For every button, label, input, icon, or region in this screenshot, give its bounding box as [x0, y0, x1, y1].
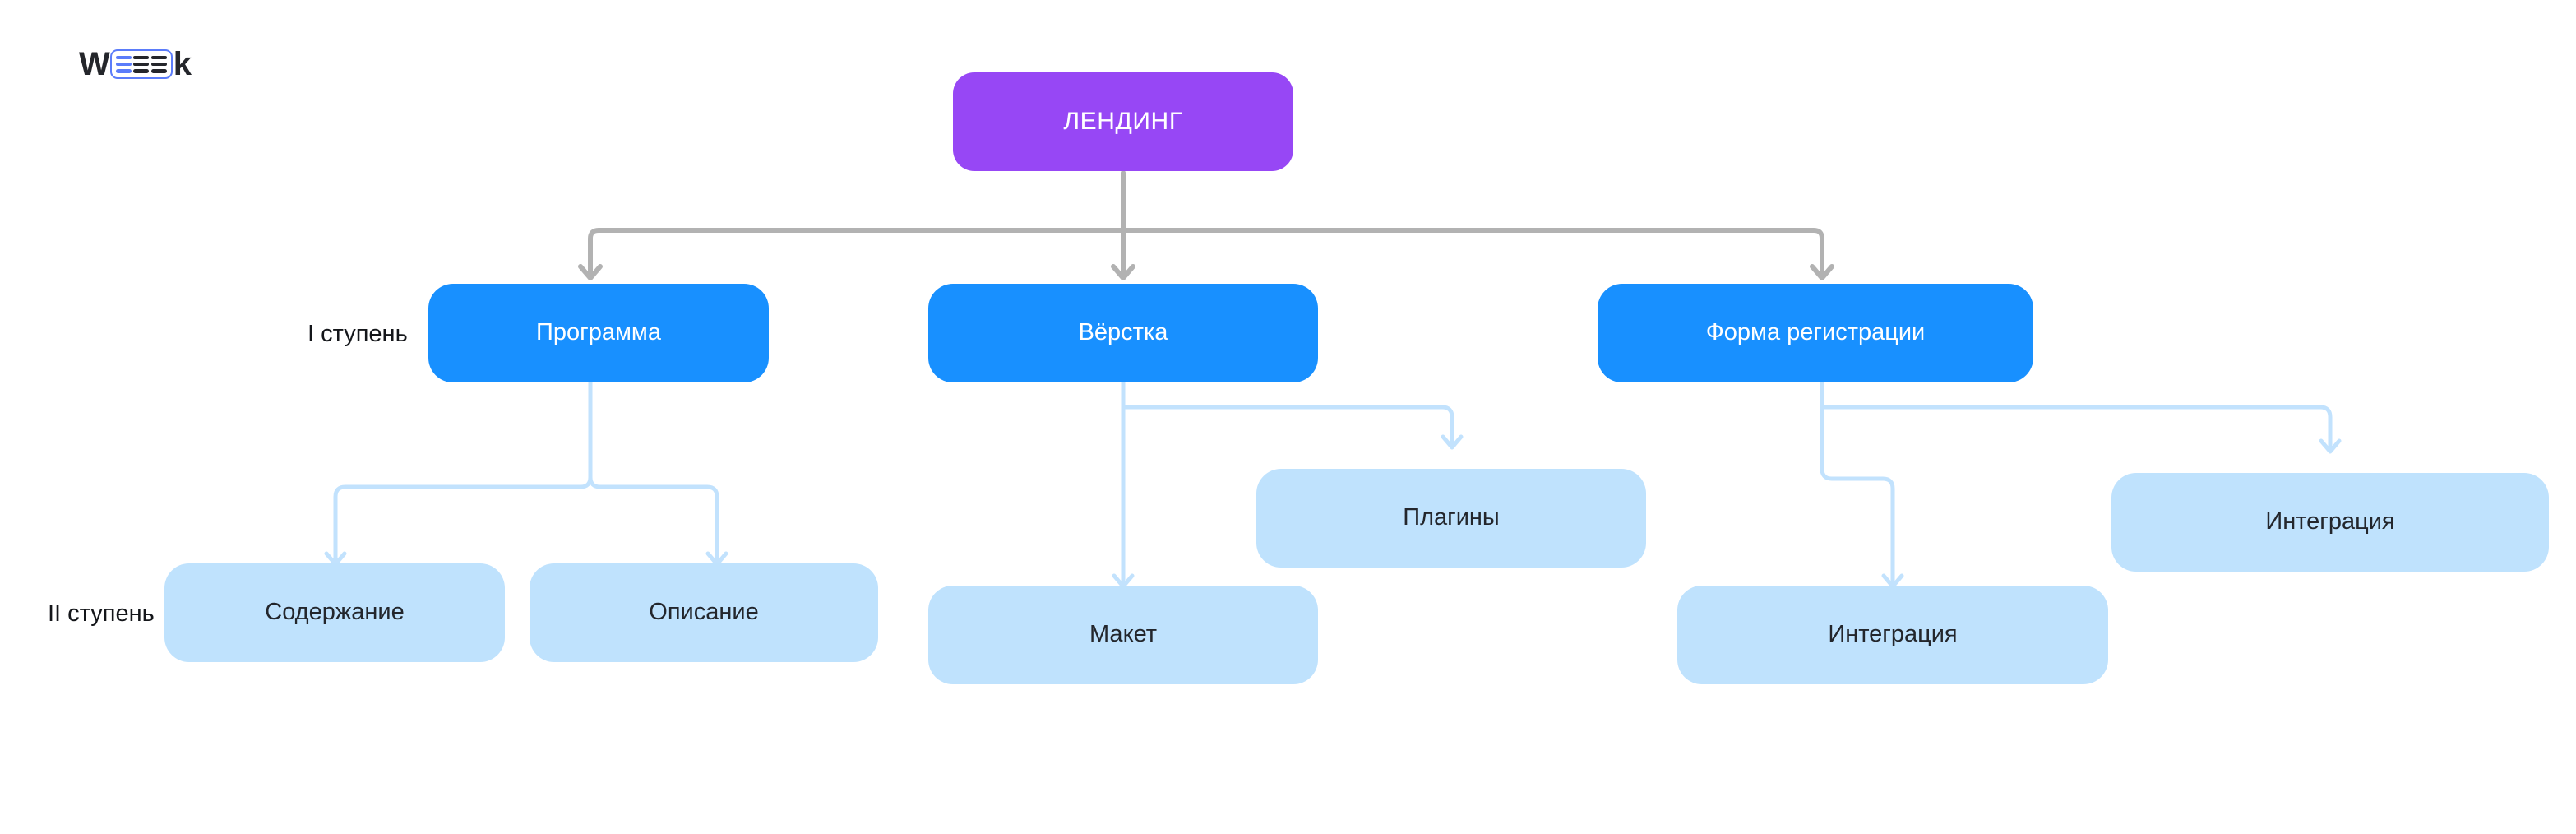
arrowhead-verstka	[1111, 264, 1135, 280]
node-plaginy[interactable]: Плагины	[1256, 469, 1646, 568]
node-forma-registracii[interactable]: Форма регистрации	[1598, 284, 2033, 382]
tier-label-2: II ступень	[48, 600, 155, 627]
node-opisanie[interactable]: Описание	[530, 563, 878, 662]
node-maket[interactable]: Макет	[928, 586, 1318, 684]
arrowhead-programma	[578, 264, 603, 280]
logo-letter-w: W	[79, 46, 110, 82]
node-landing[interactable]: ЛЕНДИНГ	[953, 72, 1293, 171]
arrowhead-integraciya-upper	[2319, 438, 2342, 454]
logo-bar	[133, 55, 150, 60]
logo-bar	[150, 68, 167, 73]
node-programma[interactable]: Программа	[428, 284, 769, 382]
logo-bar	[150, 55, 167, 60]
logo-bar-column-3	[150, 55, 167, 73]
logo-bar	[133, 62, 150, 67]
logo-bar	[116, 55, 132, 60]
connector-group-root	[588, 170, 1824, 278]
logo-bar	[116, 68, 132, 73]
weeek-logo[interactable]: W k	[79, 46, 192, 82]
connector-verstka-to-plaginy	[1121, 405, 1454, 449]
logo-letter-k: k	[173, 46, 192, 82]
tier-label-1: I ступень	[308, 321, 408, 347]
logo-bar-column-2	[133, 55, 150, 73]
logo-bar	[133, 68, 150, 73]
logo-bar	[116, 62, 132, 67]
connector-forma-to-integraciya-upper	[1820, 405, 2333, 453]
connector-forma-to-integraciya-lower	[1820, 380, 1895, 588]
node-verstka[interactable]: Вёрстка	[928, 284, 1318, 382]
connector-programma-to-opisanie	[588, 475, 719, 566]
arrowhead-forma	[1810, 264, 1834, 280]
arrowhead-plaginy	[1441, 434, 1464, 450]
node-soderzhanie[interactable]: Содержание	[164, 563, 505, 662]
arrowheads-root	[578, 264, 1834, 280]
logo-bar-column-1	[116, 55, 132, 73]
connector-programma-to-soderzhanie	[333, 380, 593, 566]
logo-mark-icon	[109, 49, 173, 79]
logo-bar	[150, 62, 167, 67]
node-integraciya-upper[interactable]: Интеграция	[2111, 473, 2549, 572]
node-integraciya-lower[interactable]: Интеграция	[1677, 586, 2108, 684]
connector-root-to-forma	[1121, 228, 1824, 278]
connector-root-to-programma	[588, 228, 1126, 278]
